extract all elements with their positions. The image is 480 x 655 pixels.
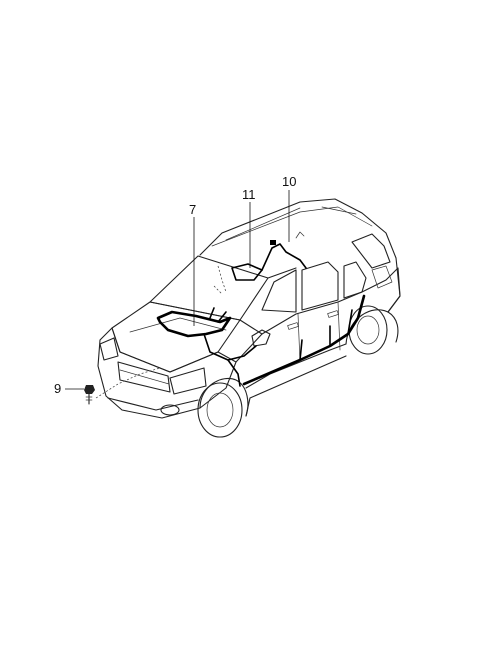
front-harness-7 (156, 307, 257, 387)
bolt-icon (84, 367, 161, 405)
callout-9: 9 (54, 381, 61, 396)
vehicle-body (97, 198, 401, 438)
roof-harness-10 (261, 231, 307, 271)
callout-11: 11 (242, 187, 256, 202)
roof-harness-11 (213, 263, 263, 295)
callout-10: 10 (282, 174, 296, 189)
callout-7: 7 (189, 202, 196, 217)
floor-harness (242, 294, 366, 386)
